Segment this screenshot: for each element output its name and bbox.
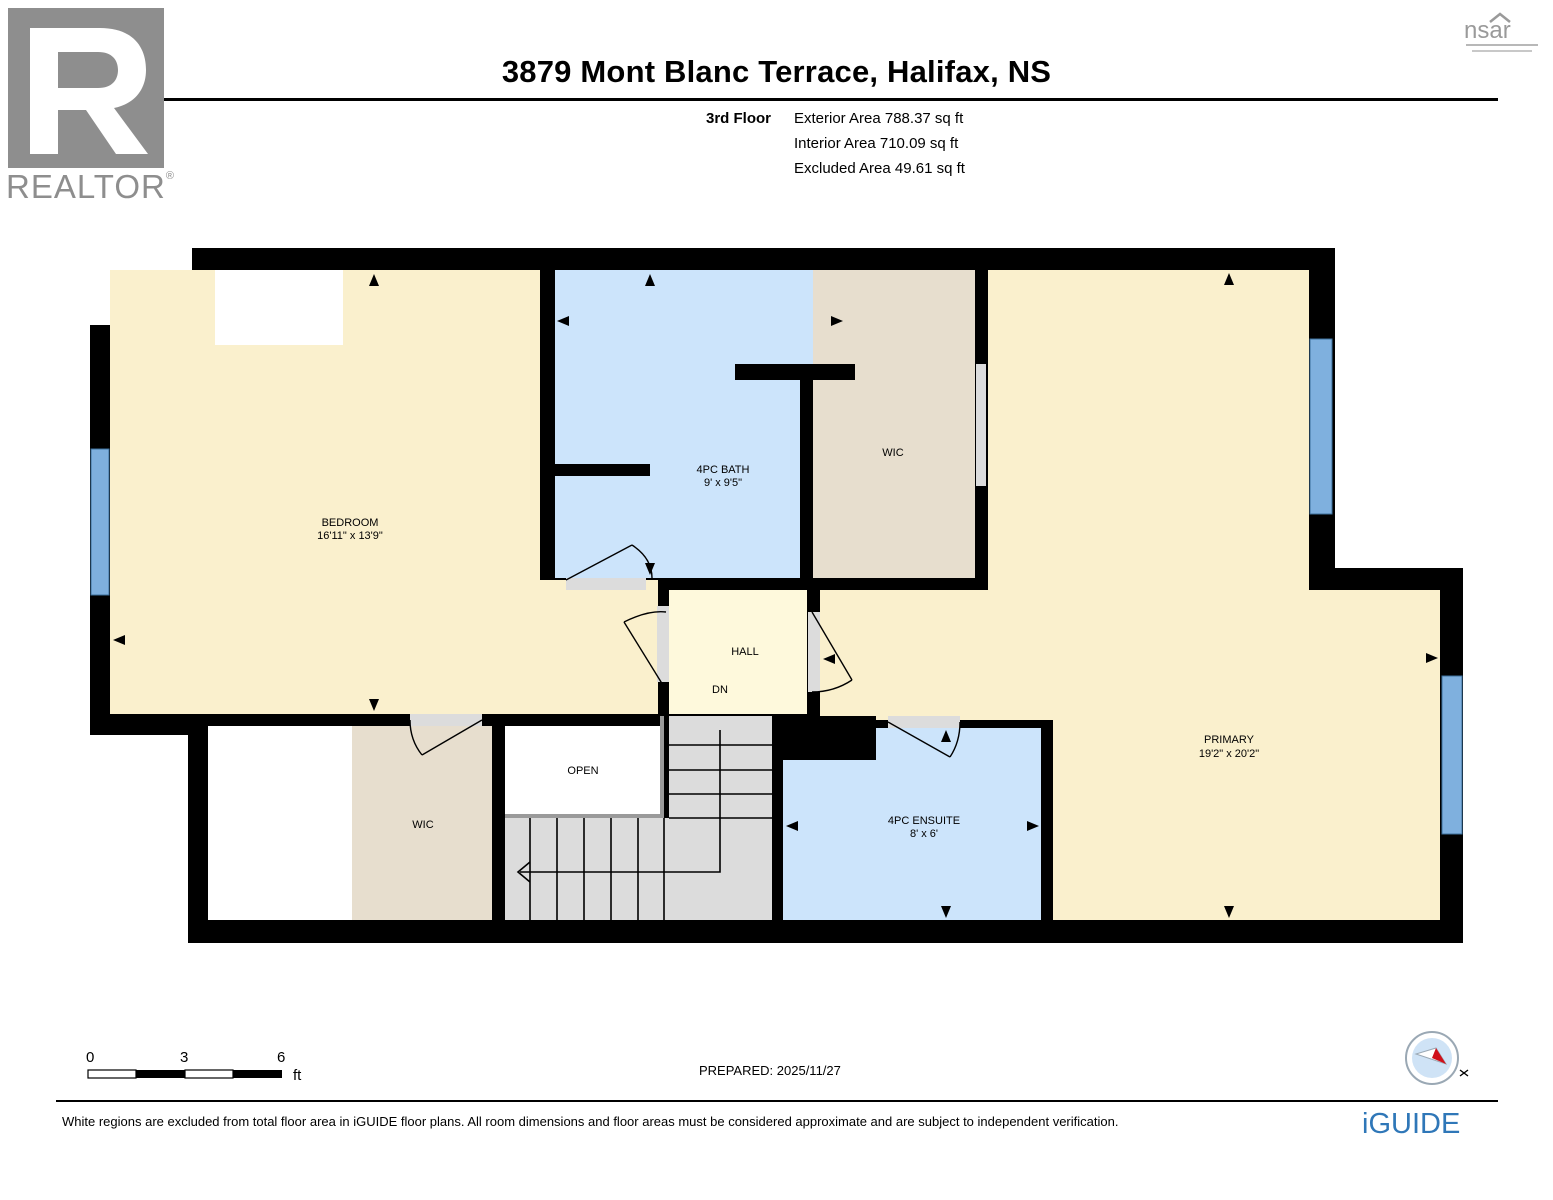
- scale-label-six: 6: [277, 1049, 286, 1066]
- hall-label: HALL: [731, 646, 759, 658]
- window-primary-east-bottom: [1441, 675, 1463, 835]
- primary-fill-c: [1053, 590, 1440, 920]
- bath-fill-c: [555, 360, 735, 390]
- wic-upper-fill-b: [857, 270, 975, 380]
- page-title: 3879 Mont Blanc Terrace, Halifax, NS: [501, 54, 1052, 89]
- dimension-markers: [113, 273, 1438, 918]
- bedroom-fill-b: [110, 580, 658, 714]
- title-rule: [56, 98, 1498, 101]
- room-fills: [110, 270, 1440, 920]
- doors: [409, 364, 986, 758]
- bedroom-dims: 16'11" x 13'9": [317, 530, 383, 542]
- north-compass-icon: [1405, 1031, 1469, 1085]
- nsar-logo-text: nsar: [1464, 17, 1511, 44]
- hall-fill: [669, 590, 807, 714]
- bath-fill-b: [555, 380, 800, 578]
- bedroom-nook-edge: [215, 270, 343, 345]
- scale-label-three: 3: [180, 1049, 189, 1066]
- bedroom-label: BEDROOM: [322, 517, 379, 529]
- windows: [90, 338, 1463, 835]
- bath-fill: [555, 270, 845, 364]
- scale-label-zero: 0: [86, 1049, 95, 1066]
- primary-label: PRIMARY: [1204, 734, 1255, 746]
- room-labels: BEDROOM 16'11" x 13'9" 4PC BATH 9' x 9'5…: [317, 447, 1259, 840]
- realtor-wordmark: REALTOR®: [6, 168, 175, 205]
- scale-unit: ft: [293, 1067, 302, 1084]
- nsar-roof-logo-icon: nsar: [1464, 12, 1538, 52]
- disclaimer-text: White regions are excluded from total fl…: [62, 1114, 1119, 1129]
- bath-dims: 9' x 9'5": [704, 477, 742, 489]
- window-west: [90, 448, 110, 596]
- open-fill: [505, 726, 662, 814]
- ensuite-dims: 8' x 6': [910, 828, 938, 840]
- primary-dims: 19'2" x 20'2": [1199, 748, 1259, 760]
- interior-area: Interior Area 710.09 sq ft: [794, 135, 959, 152]
- window-primary-east-top: [1309, 338, 1333, 515]
- ensuite-label: 4PC ENSUITE: [888, 815, 960, 827]
- exterior-area: Exterior Area 788.37 sq ft: [794, 110, 964, 127]
- iguide-logo-icon: iGUIDE: [1362, 1108, 1461, 1140]
- open-label: OPEN: [567, 765, 598, 777]
- footer-rule: [56, 1100, 1498, 1102]
- scale-bar: [87, 1069, 282, 1079]
- stairs-label: DN: [712, 684, 728, 696]
- prepared-date: PREPARED: 2025/11/27: [699, 1063, 841, 1078]
- stairs: [505, 716, 772, 920]
- excluded-area: Excluded Area 49.61 sq ft: [794, 160, 965, 177]
- wic-lower-label: WIC: [412, 819, 433, 831]
- bath-label: 4PC BATH: [697, 464, 750, 476]
- wic-lower-excluded: [208, 726, 352, 920]
- floor-label: 3rd Floor: [706, 110, 772, 127]
- wic-upper-label: WIC: [882, 447, 903, 459]
- realtor-r-logo-icon: [8, 8, 164, 168]
